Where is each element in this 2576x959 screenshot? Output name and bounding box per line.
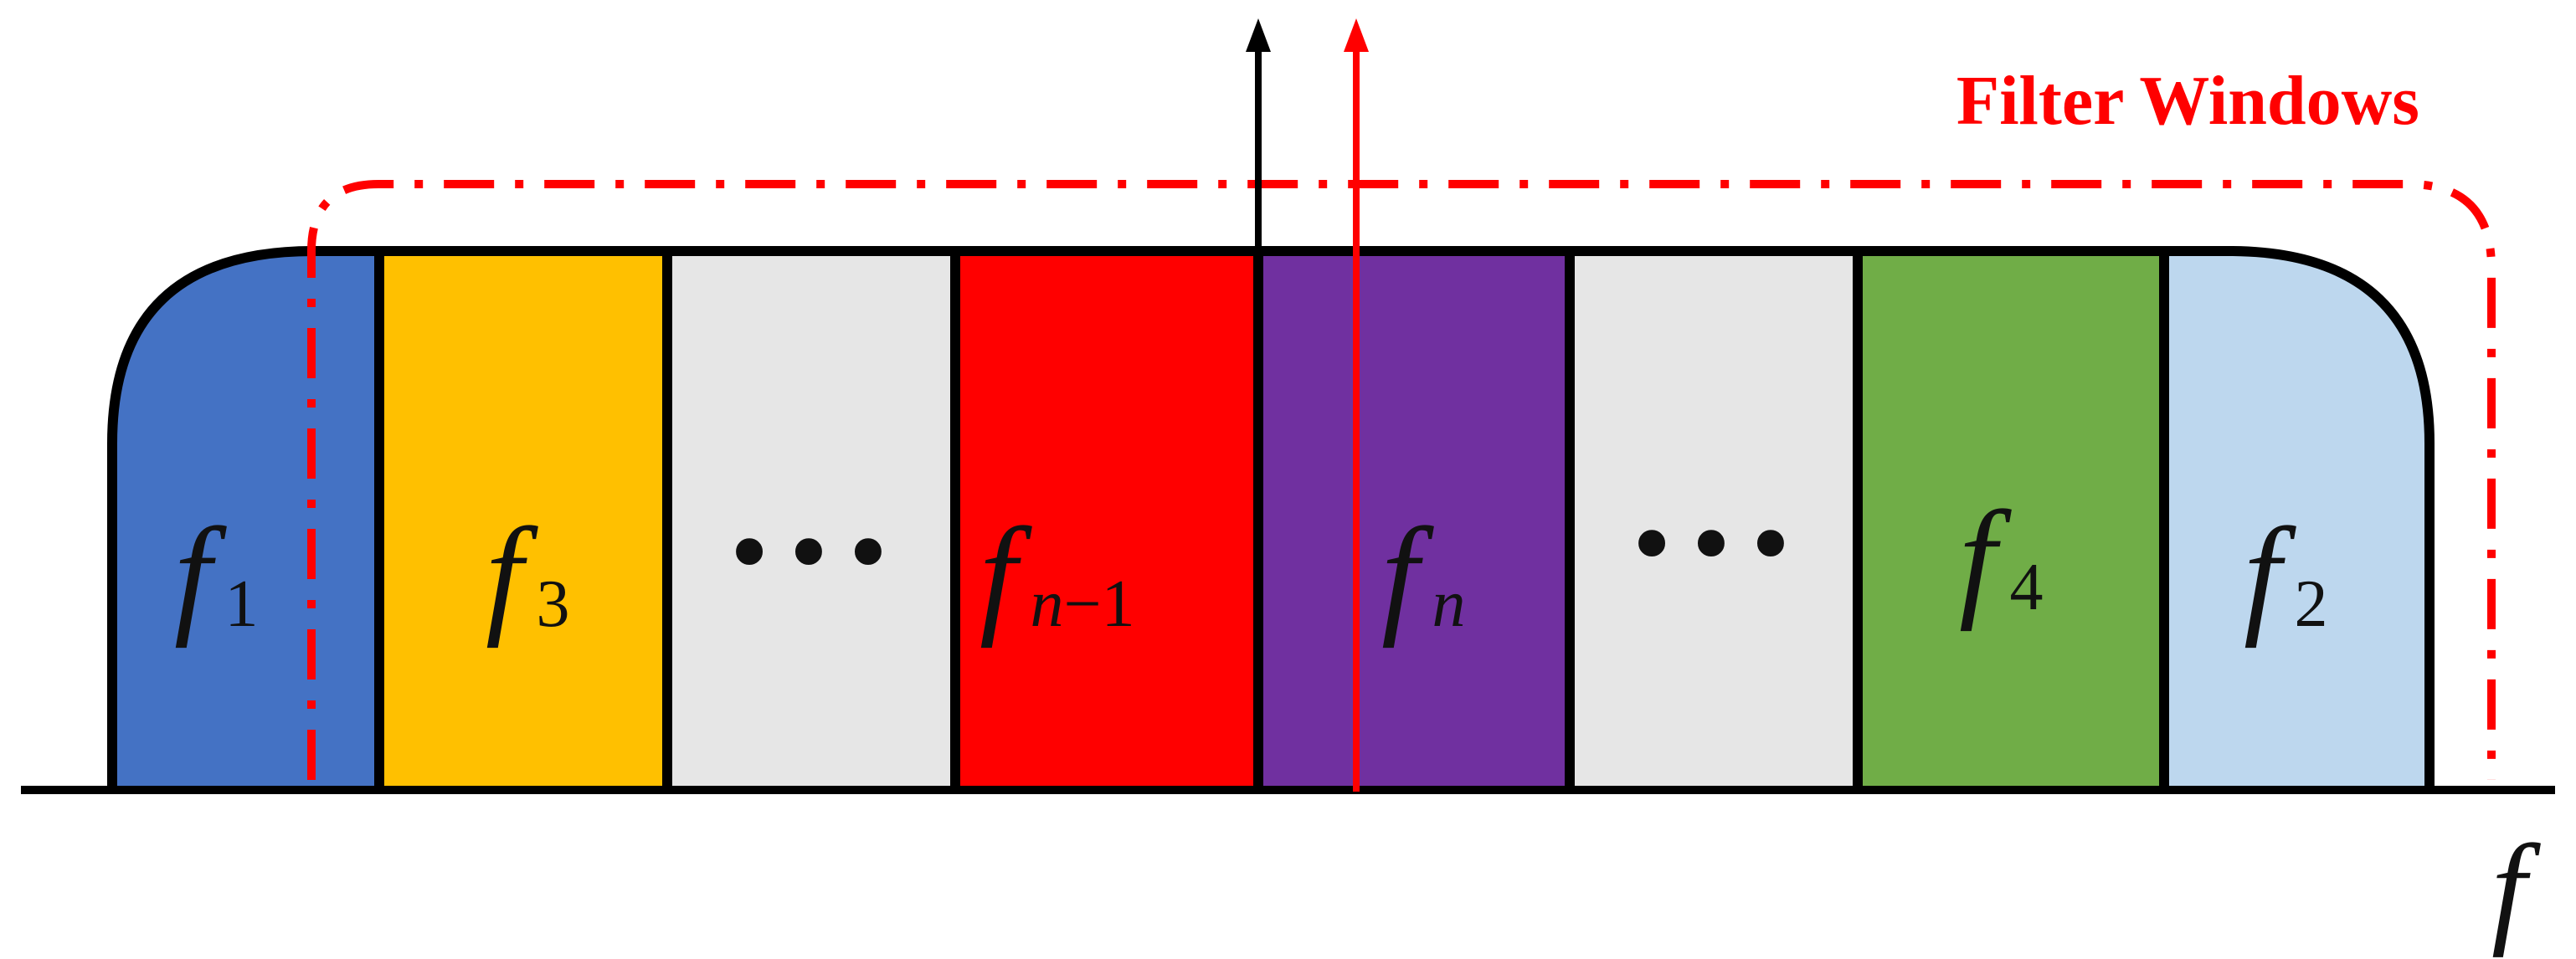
band-f2	[2164, 251, 2429, 788]
band-dots-left	[667, 251, 955, 788]
filter-windows-title: Filter Windows	[1956, 62, 2419, 140]
dots-left-label: •••	[722, 500, 901, 608]
band-f3	[379, 251, 667, 788]
spectrum-envelope	[107, 246, 2435, 788]
red-arrowhead-icon	[1344, 18, 1369, 52]
frequency-axis-label: f	[2491, 819, 2541, 958]
black-arrowhead-icon	[1246, 18, 1271, 52]
red-arrow	[1344, 18, 1369, 792]
band-f4	[1858, 251, 2164, 788]
dots-right-label: •••	[1625, 492, 1803, 599]
black-arrow	[1246, 18, 1271, 251]
band-dividers	[374, 251, 2169, 788]
bands-group	[112, 251, 2429, 788]
band-fn-minus-1	[955, 251, 1258, 788]
band-fn	[1258, 251, 1570, 788]
band-dots-right	[1570, 251, 1858, 788]
band-f1	[112, 251, 379, 788]
